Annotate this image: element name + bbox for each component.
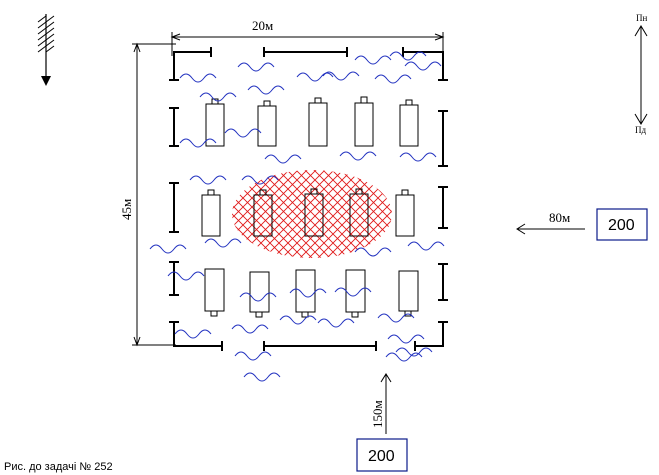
south-source-distance: 150м xyxy=(370,400,385,428)
width-dimension-line xyxy=(170,32,445,56)
gas-wave-mark xyxy=(317,318,355,328)
container-r1-3 xyxy=(308,97,328,147)
gas-wave-mark xyxy=(237,62,275,72)
gas-wave-mark xyxy=(234,351,272,361)
gas-wave-mark xyxy=(334,287,372,297)
gas-wave-mark xyxy=(289,288,327,298)
container-r1-5 xyxy=(399,99,419,147)
gas-wave-mark xyxy=(179,73,217,83)
gas-wave-mark xyxy=(407,241,445,251)
containers xyxy=(201,96,419,318)
gas-wave-mark xyxy=(354,55,392,65)
east-source-box: 200 xyxy=(596,208,648,241)
container-r2-1 xyxy=(201,189,221,237)
container-r3-5 xyxy=(398,270,419,317)
gas-wave-mark xyxy=(377,313,415,323)
gas-wave-mark xyxy=(399,152,437,162)
gas-wave-mark xyxy=(243,372,281,382)
south-source-arrow xyxy=(380,373,392,434)
gas-wave-mark xyxy=(241,175,279,185)
gas-wave-mark xyxy=(279,315,317,325)
figure-caption: Рис. до задачі № 252 xyxy=(4,461,113,473)
gas-wave-mark xyxy=(174,329,212,339)
gas-wave-mark xyxy=(322,71,360,81)
gas-wave-mark xyxy=(179,138,217,148)
east-source-value: 200 xyxy=(608,217,635,234)
gas-wave-mark xyxy=(199,92,237,102)
height-label: 45м xyxy=(119,199,134,220)
gas-wave-mark xyxy=(385,352,423,362)
south-source-value: 200 xyxy=(368,448,395,465)
gas-wave-mark xyxy=(339,151,377,161)
gas-wave-mark xyxy=(231,324,269,334)
east-source-distance: 80м xyxy=(549,210,570,225)
container-r3-3 xyxy=(295,269,316,318)
gas-wave-mark xyxy=(189,175,227,185)
gas-waves xyxy=(149,51,445,382)
container-r2-2 xyxy=(253,189,273,237)
gas-wave-mark xyxy=(224,128,262,138)
gas-wave-mark xyxy=(264,154,302,164)
gas-wave-mark xyxy=(296,72,334,82)
site-boundary xyxy=(169,47,448,351)
wind-arrow-icon xyxy=(37,14,55,86)
container-r2-3 xyxy=(304,188,324,237)
compass-north-label: Пн xyxy=(636,13,647,23)
height-dimension-line xyxy=(132,42,176,347)
container-r1-2 xyxy=(257,100,277,147)
gas-wave-mark xyxy=(404,61,442,71)
container-r3-2 xyxy=(249,271,270,318)
compass-south-label: Пд xyxy=(635,125,646,135)
gas-wave-mark xyxy=(387,334,425,344)
gas-wave-mark xyxy=(204,238,242,248)
contamination-zone xyxy=(232,170,392,258)
gas-wave-mark xyxy=(167,271,205,281)
gas-wave-mark xyxy=(374,74,412,84)
gas-wave-mark xyxy=(239,292,277,302)
gas-wave-mark xyxy=(395,347,433,357)
container-r2-5 xyxy=(395,189,415,237)
container-r2-4 xyxy=(349,188,369,237)
width-label: 20м xyxy=(252,18,273,33)
container-r1-4 xyxy=(354,96,374,147)
container-r3-1 xyxy=(204,268,225,317)
gas-wave-mark xyxy=(354,247,392,257)
east-source-arrow xyxy=(516,223,585,235)
south-source-box: 200 xyxy=(356,438,408,472)
gas-wave-mark xyxy=(247,85,285,95)
gas-wave-mark xyxy=(149,244,187,254)
north-south-compass-icon xyxy=(634,25,648,125)
gas-wave-mark xyxy=(389,51,427,61)
